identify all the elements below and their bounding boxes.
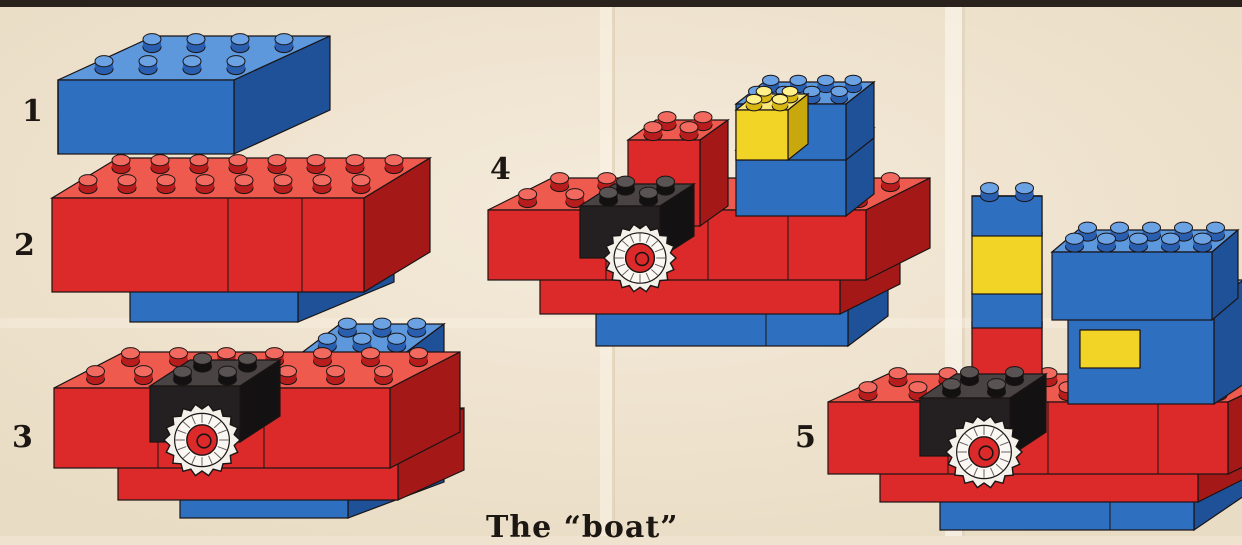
caption-title: The “boat”	[486, 510, 678, 545]
step-number-3: 3	[12, 420, 33, 455]
blue-brick	[1052, 222, 1238, 320]
blue-brick	[972, 292, 1042, 328]
yellow-brick	[972, 232, 1042, 294]
yellow-brick	[736, 86, 808, 160]
step-number-2: 2	[14, 228, 35, 263]
yellow-brick	[1080, 330, 1140, 368]
step-number-5: 5	[795, 420, 816, 455]
red-brick	[52, 155, 430, 292]
blue-brick	[972, 196, 1042, 236]
step-number-4: 4	[490, 152, 511, 187]
step-number-1: 1	[22, 94, 43, 129]
